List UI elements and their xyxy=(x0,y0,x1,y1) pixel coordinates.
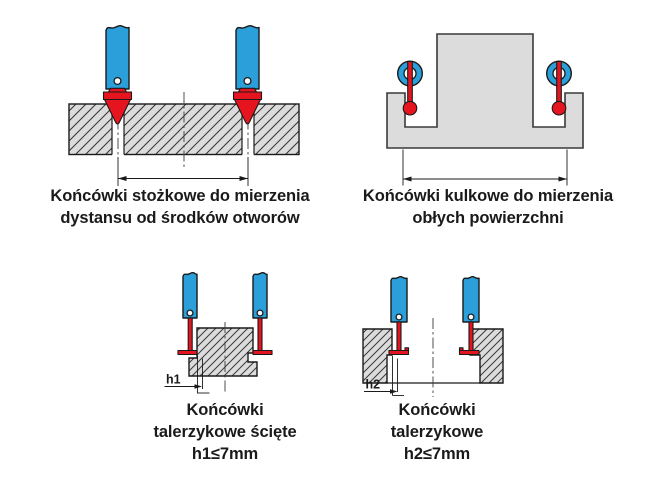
probe-right-conical xyxy=(232,24,263,125)
caption-line: obłych powierzchni xyxy=(412,209,564,227)
h1-label: h1 xyxy=(166,373,181,387)
caption-line: Końcówki stożkowe do mierzenia xyxy=(50,187,310,205)
probe-shaft xyxy=(105,24,130,90)
disc-tip xyxy=(458,349,480,356)
h1-dimension: h1 xyxy=(164,355,210,394)
probe-pivot-dot xyxy=(243,76,252,86)
probe-pivot-dot xyxy=(256,309,264,317)
leader-arrow xyxy=(194,384,202,389)
truncated-disc-tip xyxy=(177,349,198,356)
h2-dimension: h2 xyxy=(364,356,404,396)
workpiece-right-wall xyxy=(469,328,504,384)
probe-left-truncated-disc xyxy=(177,271,198,356)
caption-line: talerzykowe xyxy=(390,423,484,441)
diagram-ball-tips xyxy=(386,33,584,186)
dimension-arrow-left xyxy=(118,176,127,181)
probe-shaft xyxy=(252,271,268,319)
truncated-disc-tip xyxy=(252,349,273,356)
caption-line: talerzykowe ścięte xyxy=(153,423,297,441)
caption-line: h2≤7mm xyxy=(403,445,471,463)
caption-line: Końcówki xyxy=(398,401,476,419)
distance-dimension xyxy=(402,149,568,186)
tip-neck xyxy=(107,87,128,93)
tip-neck xyxy=(237,87,258,93)
probe-pivot-dot xyxy=(395,313,403,321)
ball-stem xyxy=(556,60,562,104)
workpiece-left-wall xyxy=(362,328,393,384)
probe-pivot-dot xyxy=(186,309,194,317)
disc-stem xyxy=(257,317,263,352)
caption-truncated-disc-tips: Końcówki talerzykowe ścięte h1≤7mm xyxy=(110,399,340,465)
dimension-arrow-right xyxy=(239,176,248,181)
probe-shaft xyxy=(390,275,408,323)
probe-shaft xyxy=(235,24,260,90)
cone-tip xyxy=(233,98,262,125)
workpiece-profile xyxy=(386,33,584,149)
workpiece-block xyxy=(188,327,258,377)
ball-tip xyxy=(551,100,567,116)
probe-shaft xyxy=(182,271,198,319)
leader-arrow xyxy=(390,389,398,394)
caption-ball-tips: Końcówki kulkowe do mierzenia obłych pow… xyxy=(332,185,644,229)
probe-shaft xyxy=(462,275,480,323)
tip-flange xyxy=(232,91,263,101)
caption-line: dystansu od środków otworów xyxy=(60,209,300,227)
tip-flange xyxy=(102,91,133,101)
caption-disc-tips: Końcówki talerzykowe h2≤7mm xyxy=(322,399,552,465)
probe-right-disc xyxy=(458,275,480,356)
caption-conical-tips: Końcówki stożkowe do mierzenia dystansu … xyxy=(14,185,346,229)
caption-line: Końcówki kulkowe do mierzenia xyxy=(362,187,614,205)
ball-tip xyxy=(402,100,418,116)
probe-right-ball xyxy=(546,60,573,116)
dimension-arrow-left xyxy=(403,176,412,182)
diagram-truncated-disc-tips: h1 xyxy=(164,271,273,394)
disc-stem xyxy=(396,321,402,352)
probe-right-truncated-disc xyxy=(252,271,273,356)
probe-left-disc xyxy=(388,275,410,356)
probe-pivot-dot xyxy=(113,76,122,86)
probe-left-ball xyxy=(397,60,424,116)
caption-line: Końcówki xyxy=(186,401,264,419)
disc-stem xyxy=(187,317,193,352)
distance-dimension xyxy=(117,157,249,186)
disc-stem xyxy=(468,321,474,352)
probe-pivot-dot xyxy=(467,313,475,321)
diagram-conical-tips xyxy=(68,24,300,186)
diagram-disc-tips: h2 xyxy=(362,275,504,397)
disc-tip xyxy=(388,349,410,356)
h2-label: h2 xyxy=(366,378,381,392)
ball-stem xyxy=(407,60,413,104)
dimension-arrow-right xyxy=(558,176,567,182)
cone-tip xyxy=(103,98,132,125)
caption-line: h1≤7mm xyxy=(191,445,259,463)
probe-left-conical xyxy=(102,24,133,125)
